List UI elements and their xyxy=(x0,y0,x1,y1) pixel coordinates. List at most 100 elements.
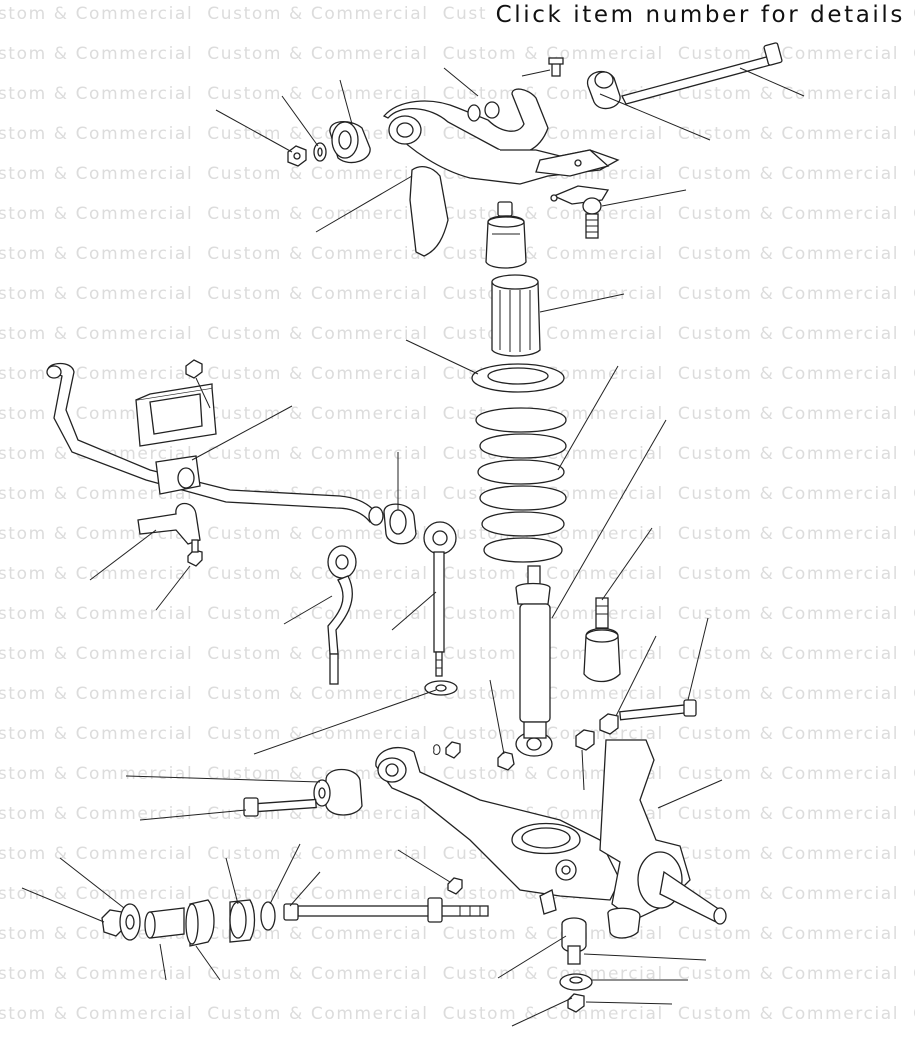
heat-shield[interactable] xyxy=(409,165,449,257)
shock-absorber[interactable] xyxy=(515,565,553,757)
watermark-text: Custom & Commercial xyxy=(442,964,664,984)
upper-arm-nut[interactable] xyxy=(287,145,307,167)
watermark-text: Custom & Commercial xyxy=(207,764,429,784)
watermark-text: Custom & Commercial xyxy=(913,484,915,504)
watermark-text: Custom & Commercial xyxy=(677,964,900,984)
upper-wishbone[interactable] xyxy=(382,88,620,185)
watermark-text: Custom & Commercial xyxy=(677,724,900,744)
watermark-row: Custom & Commercial Custom & Commercial Cu… xyxy=(0,604,915,624)
watermark-text: Custom & Commercial xyxy=(913,924,915,944)
watermark-text: Custom & Commercial xyxy=(0,684,194,704)
watermark-text: Custom & Commercial xyxy=(913,204,915,224)
watermark-text: Custom & Commercial xyxy=(913,364,915,384)
watermark-text: Custom & Commercial xyxy=(677,764,900,784)
watermark-text: Custom & Commercial xyxy=(0,324,194,344)
watermark-text: Custom & Commercial xyxy=(207,604,429,624)
watermark-text: Custom & Commercial xyxy=(677,324,900,344)
rear-bush-washer[interactable] xyxy=(119,901,276,941)
watermark-text: Custom & Commercial xyxy=(0,724,194,744)
watermark-text: Custom & Commercial xyxy=(207,404,429,424)
drop-link-right[interactable] xyxy=(423,521,457,677)
watermark-text: Custom & Commercial xyxy=(0,124,194,144)
anti-roll-bar-bracket[interactable] xyxy=(135,359,217,447)
watermark-text: Custom & Commercial xyxy=(0,484,194,504)
watermark-text: Custom & Commercial xyxy=(207,84,429,104)
bump-stop-mount[interactable] xyxy=(485,201,527,269)
watermark-text: Custom & Commercial xyxy=(442,924,664,944)
watermark-text: Custom & Commercial xyxy=(207,684,429,704)
watermark-text: Custom & Commercial xyxy=(677,1004,900,1024)
watermark-text: Custom & Commercial xyxy=(207,364,429,384)
clamp-bolt[interactable] xyxy=(187,539,203,567)
lower-nut-bottom[interactable] xyxy=(567,993,585,1013)
lower-arm-bolt[interactable] xyxy=(575,699,697,751)
strut-nut[interactable] xyxy=(497,751,515,771)
watermark-text: Custom & Commercial xyxy=(913,124,915,144)
link-washer[interactable] xyxy=(424,680,458,696)
watermark-text: Custom & Commercial xyxy=(0,804,194,824)
watermark-text: Custom & Commercial xyxy=(913,324,915,344)
watermark-text: Custom & Commercial xyxy=(913,164,915,184)
watermark-text: Custom & Commercial xyxy=(207,44,429,64)
watermark-text: Custom & Commercial xyxy=(207,244,429,264)
lower-spacer[interactable] xyxy=(561,917,587,965)
upper-arm-washer[interactable] xyxy=(313,142,327,162)
watermark-text: Custom & Commercial xyxy=(207,724,429,744)
watermark-text: Custom & Commercial xyxy=(207,4,429,24)
rear-bush-rubber[interactable] xyxy=(185,899,256,947)
watermark-text: Custom & Commercial xyxy=(0,764,194,784)
watermark-text: Custom & Commercial xyxy=(677,404,900,424)
watermark-text: Custom & Commercial xyxy=(207,964,429,984)
upper-arm-bushing-front[interactable] xyxy=(329,121,371,164)
lower-washer[interactable] xyxy=(559,973,593,991)
upper-arm-stud-bolt[interactable] xyxy=(548,57,564,77)
watermark-text: Custom & Commercial xyxy=(442,44,664,64)
watermark-text: Custom & Commercial xyxy=(677,84,900,104)
anti-roll-bar[interactable] xyxy=(46,362,379,523)
rear-bush-spacer[interactable] xyxy=(144,907,185,939)
leader-lines xyxy=(21,67,805,1027)
upper-ball-joint[interactable] xyxy=(550,185,610,239)
drop-link-left[interactable] xyxy=(327,545,357,685)
stub-axle-hub[interactable] xyxy=(539,739,727,939)
link-rubber-bush[interactable] xyxy=(368,503,417,545)
watermark-text: Custom & Commercial xyxy=(442,1004,664,1024)
lower-wishbone[interactable] xyxy=(375,741,621,901)
watermark-text: Custom & Commercial xyxy=(677,364,900,384)
bump-stop[interactable] xyxy=(491,274,541,357)
watermark-text: Custom & Commercial xyxy=(207,124,429,144)
watermark-text: Custom & Commercial xyxy=(913,244,915,264)
watermark-text: Custom & Commercial xyxy=(913,604,915,624)
page-title: Click item number for details xyxy=(487,2,905,28)
lower-ball-joint[interactable] xyxy=(583,597,621,683)
spring-seat-upper[interactable] xyxy=(471,363,565,393)
watermark-text: Custom & Commercial xyxy=(677,884,900,904)
watermark-text: Custom & Commercial xyxy=(677,484,900,504)
watermark-text: Custom & Commercial xyxy=(677,644,900,664)
watermark-text: Custom & Commercial xyxy=(677,284,900,304)
watermark-text: Custom & Commercial xyxy=(207,924,429,944)
lower-arm-bushing[interactable] xyxy=(313,768,363,816)
watermark-text: Custom & Commercial xyxy=(913,444,915,464)
watermark-text: Custom & Commercial xyxy=(913,404,915,424)
coil-spring[interactable] xyxy=(475,407,567,563)
watermark-text: Custom & Commercial xyxy=(677,164,900,184)
upper-arm-mount-bolt[interactable] xyxy=(586,42,783,110)
watermark-text: Custom & Commercial xyxy=(677,244,900,264)
watermark-text: Custom & Commercial xyxy=(913,1004,915,1024)
watermark-text: Custom & Commercial xyxy=(913,44,915,64)
watermark-text: Custom & Commercial xyxy=(913,844,915,864)
watermark-text: Custom & Commercial xyxy=(677,844,900,864)
watermark-text: Custom & Commercial xyxy=(207,284,429,304)
watermark-text: Custom & Commercial xyxy=(207,324,429,344)
watermark-text: Custom & Commercial xyxy=(677,124,900,144)
watermark-row: Custom & Commercial Custom & Commercial Cu… xyxy=(0,1004,915,1024)
watermark-text: Custom & Commercial xyxy=(442,564,664,584)
tie-rod[interactable] xyxy=(243,797,489,923)
watermark-text: Custom & Commercial xyxy=(0,604,194,624)
anti-roll-bar-clamp[interactable] xyxy=(137,502,201,545)
watermark-row: Custom & Commercial Custom & Commercial Cu… xyxy=(0,364,915,384)
anti-roll-bar-bushing[interactable] xyxy=(155,455,201,495)
watermark-text: Custom & Commercial xyxy=(0,84,194,104)
